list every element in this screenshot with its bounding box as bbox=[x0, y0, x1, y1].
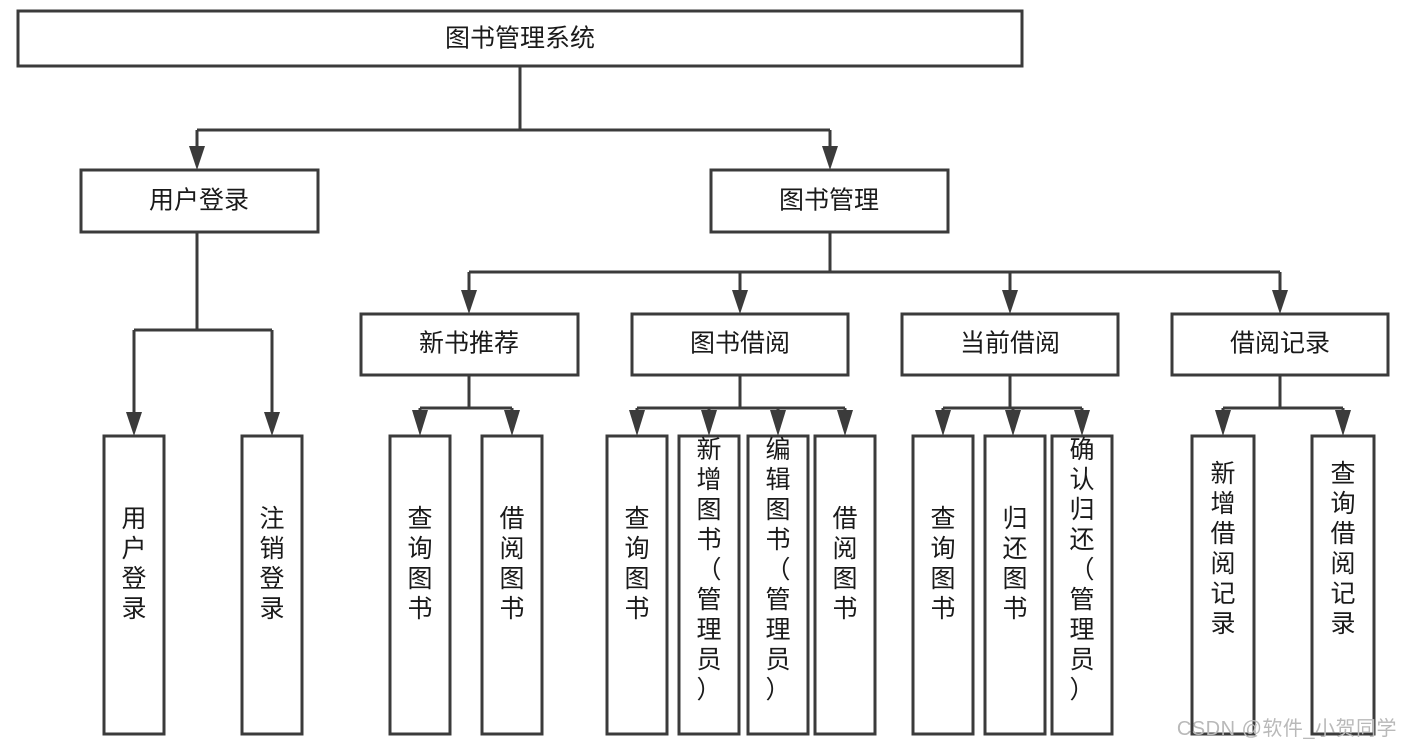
node-book-borrow[interactable]: 图书借阅 bbox=[630, 312, 850, 377]
arrow-head-cb-leaf1 bbox=[935, 410, 951, 436]
node-leaf-cb-query-book-box[interactable] bbox=[911, 434, 975, 736]
node-leaf-user-login-label: 用户登录 bbox=[121, 505, 146, 623]
connector-group-book-borrow bbox=[629, 375, 853, 436]
connector-group-new-book-recommend bbox=[412, 375, 520, 436]
node-leaf-nbr-query-book-box[interactable] bbox=[388, 434, 452, 736]
node-leaf-logout[interactable]: 注销登录 bbox=[240, 434, 304, 736]
node-new-book-recommend-box[interactable] bbox=[359, 312, 580, 377]
arrow-head-nbr-leaf1 bbox=[412, 410, 428, 436]
node-user-login[interactable]: 用户登录 bbox=[79, 168, 320, 234]
arrow-head-current-borrow bbox=[1002, 290, 1018, 314]
node-leaf-nbr-query-book-label: 查询图书 bbox=[407, 505, 432, 623]
node-borrow-record-label: 借阅记录 bbox=[1230, 330, 1330, 358]
node-leaf-br-add-record-label: 新增借阅记录 bbox=[1210, 460, 1235, 638]
node-leaf-bb-add-book[interactable]: 新增图书（管理员） bbox=[677, 434, 741, 736]
node-current-borrow[interactable]: 当前借阅 bbox=[900, 312, 1120, 377]
node-root-system[interactable]: 图书管理系统 bbox=[16, 9, 1024, 68]
node-leaf-bb-add-book-label: 新增图书（管理员） bbox=[696, 436, 721, 704]
node-leaf-cb-confirm-return[interactable]: 确认归还（管理员） bbox=[1050, 434, 1114, 736]
node-book-manage[interactable]: 图书管理 bbox=[709, 168, 950, 234]
node-borrow-record[interactable]: 借阅记录 bbox=[1170, 312, 1390, 377]
node-leaf-br-add-record-box[interactable] bbox=[1190, 434, 1256, 736]
node-leaf-br-query-record-box[interactable] bbox=[1310, 434, 1376, 736]
node-leaf-logout-label: 注销登录 bbox=[259, 505, 284, 623]
arrow-head-br-leaf2 bbox=[1335, 410, 1351, 436]
arrow-head-cb-leaf2 bbox=[1005, 410, 1021, 436]
node-leaf-user-login[interactable]: 用户登录 bbox=[102, 434, 166, 736]
node-book-borrow-label: 图书借阅 bbox=[690, 330, 790, 358]
arrow-head-nbr-leaf2 bbox=[504, 410, 520, 436]
node-book-borrow-box[interactable] bbox=[630, 312, 850, 377]
node-leaf-bb-borrow-book-label: 借阅图书 bbox=[832, 505, 857, 623]
arrow-head-leaf-user-login bbox=[126, 412, 142, 436]
connector-group-current-borrow bbox=[935, 375, 1090, 436]
node-book-manage-label: 图书管理 bbox=[779, 187, 879, 215]
node-leaf-nbr-query-book[interactable]: 查询图书 bbox=[388, 434, 452, 736]
arrow-head-new-book-recommend bbox=[461, 290, 477, 314]
node-leaf-bb-borrow-book-box[interactable] bbox=[813, 434, 877, 736]
node-leaf-br-add-record[interactable]: 新增借阅记录 bbox=[1190, 434, 1256, 736]
arrow-head-bb-leaf1 bbox=[629, 410, 645, 436]
connector-group-user-login bbox=[126, 232, 280, 436]
arrow-head-cb-leaf3 bbox=[1074, 410, 1090, 436]
arrow-head-borrow-record bbox=[1272, 290, 1288, 314]
node-current-borrow-box[interactable] bbox=[900, 312, 1120, 377]
arrow-head-bb-leaf2 bbox=[701, 410, 717, 436]
node-leaf-bb-add-book-box[interactable] bbox=[677, 434, 741, 736]
arrow-head-book-borrow bbox=[732, 290, 748, 314]
node-user-login-box[interactable] bbox=[79, 168, 320, 234]
node-current-borrow-label: 当前借阅 bbox=[960, 330, 1060, 358]
node-leaf-bb-query-book[interactable]: 查询图书 bbox=[605, 434, 669, 736]
node-leaf-nbr-borrow-book[interactable]: 借阅图书 bbox=[480, 434, 544, 736]
node-user-login-label: 用户登录 bbox=[149, 187, 249, 215]
node-leaf-br-query-record[interactable]: 查询借阅记录 bbox=[1310, 434, 1376, 736]
arrow-head-bb-leaf4 bbox=[837, 410, 853, 436]
arrow-head-leaf-logout bbox=[264, 412, 280, 436]
node-leaf-cb-confirm-return-box[interactable] bbox=[1050, 434, 1114, 736]
node-new-book-recommend[interactable]: 新书推荐 bbox=[359, 312, 580, 377]
node-leaf-cb-query-book-label: 查询图书 bbox=[930, 505, 955, 623]
node-leaf-br-query-record-label: 查询借阅记录 bbox=[1330, 460, 1355, 638]
node-leaf-cb-return-book-label: 归还图书 bbox=[1002, 505, 1027, 623]
node-new-book-recommend-label: 新书推荐 bbox=[419, 330, 519, 358]
node-book-manage-box[interactable] bbox=[709, 168, 950, 234]
node-leaf-nbr-borrow-book-label: 借阅图书 bbox=[499, 505, 524, 623]
node-leaf-bb-edit-book-label: 编辑图书（管理员） bbox=[765, 436, 790, 704]
node-root-box[interactable] bbox=[16, 9, 1024, 68]
node-borrow-record-box[interactable] bbox=[1170, 312, 1390, 377]
node-leaf-cb-return-book[interactable]: 归还图书 bbox=[983, 434, 1047, 736]
connector-group-borrow-record bbox=[1215, 375, 1351, 436]
node-leaf-cb-return-book-box[interactable] bbox=[983, 434, 1047, 736]
node-leaf-bb-edit-book-box[interactable] bbox=[746, 434, 810, 736]
connector-group-root bbox=[189, 67, 838, 170]
arrow-head-bb-leaf3 bbox=[770, 410, 786, 436]
node-leaf-user-login-box[interactable] bbox=[102, 434, 166, 736]
arrow-head-book-manage bbox=[822, 146, 838, 170]
connector-group-book-manage bbox=[461, 232, 1288, 314]
node-leaf-bb-query-book-box[interactable] bbox=[605, 434, 669, 736]
node-leaf-bb-edit-book[interactable]: 编辑图书（管理员） bbox=[746, 434, 810, 736]
node-leaf-bb-borrow-book[interactable]: 借阅图书 bbox=[813, 434, 877, 736]
node-leaf-nbr-borrow-book-box[interactable] bbox=[480, 434, 544, 736]
arrow-head-user-login bbox=[189, 146, 205, 170]
node-leaf-cb-confirm-return-label: 确认归还（管理员） bbox=[1069, 436, 1094, 704]
node-leaf-cb-query-book[interactable]: 查询图书 bbox=[911, 434, 975, 736]
node-leaf-logout-box[interactable] bbox=[240, 434, 304, 736]
arrow-head-br-leaf1 bbox=[1215, 410, 1231, 436]
node-root-label: 图书管理系统 bbox=[445, 25, 595, 53]
node-leaf-bb-query-book-label: 查询图书 bbox=[624, 505, 649, 623]
